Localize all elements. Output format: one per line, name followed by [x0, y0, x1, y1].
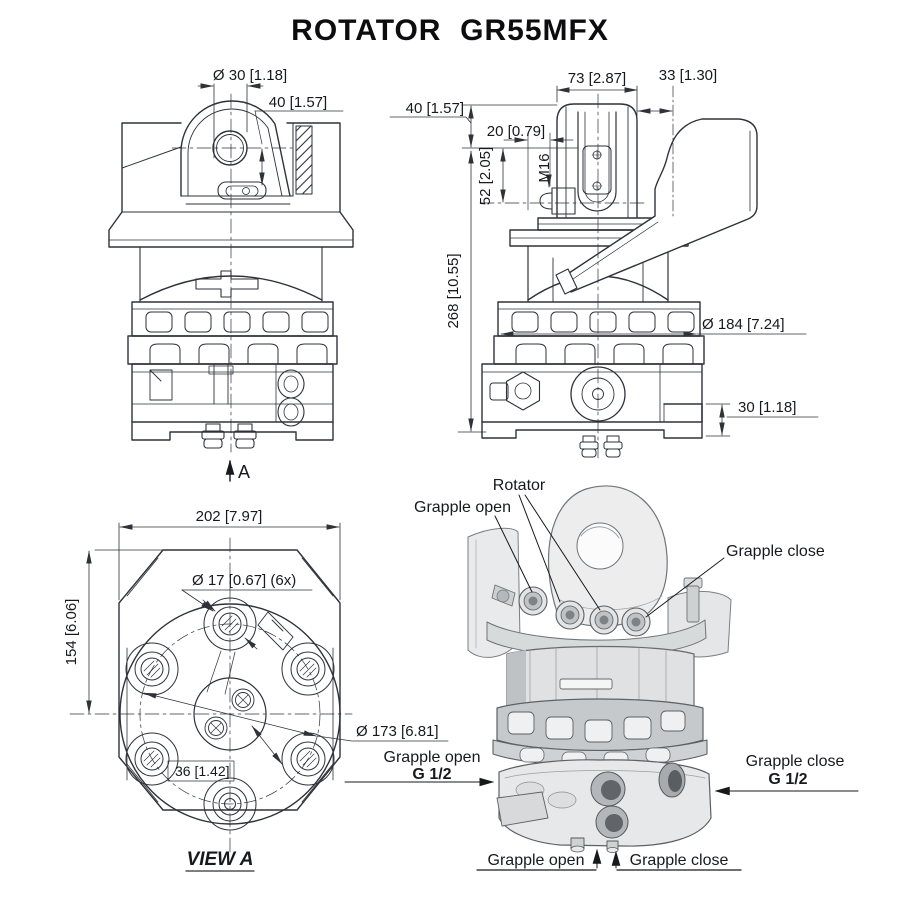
- bottom-view: [69, 522, 449, 872]
- label-grapple-close-top: Grapple close: [726, 543, 825, 560]
- dim-clevis-width: 73 [2.87]: [568, 70, 626, 87]
- dim-offset-right: 33 [1.30]: [659, 67, 717, 84]
- label-grapple-close-bottom: Grapple close: [630, 852, 729, 869]
- hydraulic-ports: [518, 586, 651, 637]
- port-left: G 1/2: [412, 766, 451, 783]
- label-rotator: Rotator: [493, 477, 546, 494]
- thread-label: M16: [536, 153, 553, 182]
- dim-center-ports: 36 [1.42]: [175, 763, 230, 779]
- dim-height: 268 [10.55]: [445, 253, 462, 328]
- drawing-title: ROTATOR GR55MFX: [291, 14, 609, 47]
- side-view: [389, 85, 819, 463]
- dim-collar-dia: Ø 184 [7.24]: [702, 316, 785, 333]
- dim-hole-dia: Ø 30 [1.18]: [213, 67, 287, 84]
- section-label: A: [238, 462, 250, 482]
- dim-hole-offset: 40 [1.57]: [269, 94, 327, 111]
- dim-top: 40 [1.57]: [406, 100, 464, 117]
- label-grapple-open-bottom: Grapple open: [488, 852, 585, 869]
- dim-base-height: 30 [1.18]: [738, 399, 796, 416]
- dim-bolt-holes: Ø 17 [0.67] (6x): [192, 572, 296, 589]
- dim-boss-offset: 20 [0.79]: [487, 123, 545, 140]
- label-grapple-open-left: Grapple open: [384, 749, 481, 766]
- front-view: [108, 83, 354, 482]
- label-grapple-close-right: Grapple close: [746, 753, 845, 770]
- dim-height: 154 [6.06]: [63, 599, 80, 666]
- iso-view: [344, 485, 859, 871]
- dim-bolt-circle: Ø 173 [6.81]: [356, 723, 439, 740]
- view-a-label: VIEW A: [187, 849, 254, 870]
- front-view-dim-text: Ø 30 [1.18] 40 [1.57] A: [213, 67, 327, 482]
- iso-view-labels: Rotator Grapple open Grapple close Grapp…: [384, 477, 845, 869]
- bottom-view-dim-text: 202 [7.97] 154 [6.06] Ø 17 [0.67] (6x) Ø…: [63, 508, 439, 870]
- side-view-dim-text: 73 [2.87] 33 [1.30] 40 [1.57] 20 [0.79] …: [406, 67, 797, 416]
- dim-boss-depth: 52 [2.05]: [477, 147, 494, 205]
- dim-width: 202 [7.97]: [196, 508, 263, 525]
- label-grapple-open-top: Grapple open: [414, 499, 511, 516]
- port-right: G 1/2: [768, 771, 807, 788]
